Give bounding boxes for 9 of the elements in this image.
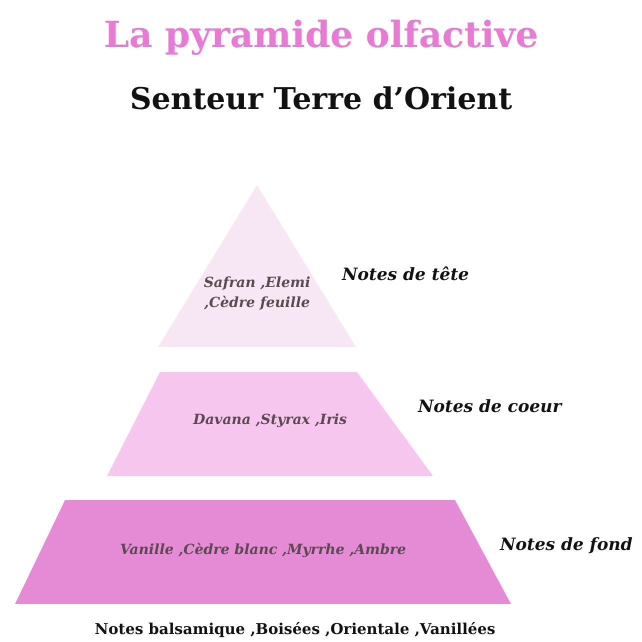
tier-notes: Safran ,Elemi ,Cèdre feuille	[202, 274, 312, 313]
tier-label: Notes de fond	[500, 535, 633, 555]
title: La pyramide olfactive	[102, 14, 540, 56]
footer-note: Notes balsamique ,Boisées ,Orientale ,Vanillées	[94, 620, 496, 638]
tier-label: Notes de coeur	[418, 397, 562, 417]
tier-notes: Davana ,Styrax ,Iris	[192, 411, 348, 430]
subtitle: Senteur Terre d’Orient	[128, 82, 514, 117]
tier-label: Notes de tête	[342, 265, 469, 285]
tier-notes: Vanille ,Cèdre blanc ,Myrrhe ,Ambre	[118, 541, 408, 560]
